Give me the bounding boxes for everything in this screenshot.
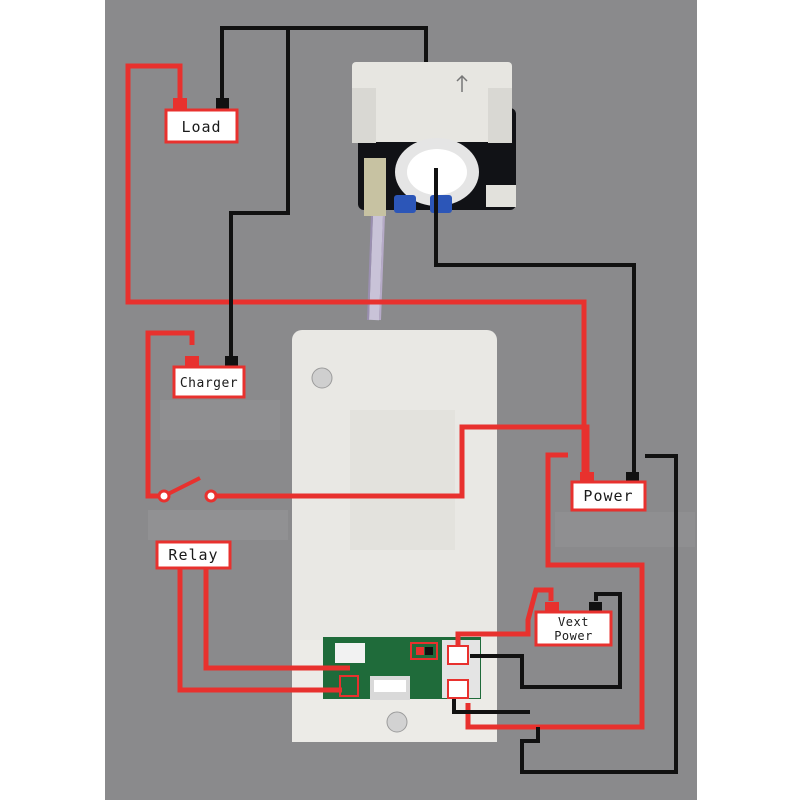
power-shadow xyxy=(555,512,695,547)
label-load: Load xyxy=(164,108,239,144)
label-vext-line2: Power xyxy=(554,629,593,643)
label-power: Power xyxy=(570,480,647,512)
arrow-up-icon xyxy=(456,74,468,92)
label-charger: Charger xyxy=(172,365,246,399)
monitor-module xyxy=(292,330,497,742)
relay-switch-symbol xyxy=(157,476,218,503)
charger-shadow xyxy=(160,400,280,440)
positive-wires xyxy=(125,63,645,730)
label-vext-power: Vext Power xyxy=(534,610,613,647)
negative-wires xyxy=(220,26,678,774)
pcb-terminal-markers xyxy=(339,642,469,699)
label-relay: Relay xyxy=(155,540,232,570)
label-relay-text: Relay xyxy=(168,546,218,564)
relay-shadow xyxy=(148,510,288,540)
label-load-text: Load xyxy=(181,118,221,136)
label-charger-text: Charger xyxy=(180,376,238,391)
label-vext-line1: Vext xyxy=(558,615,589,629)
label-power-text: Power xyxy=(583,487,633,505)
